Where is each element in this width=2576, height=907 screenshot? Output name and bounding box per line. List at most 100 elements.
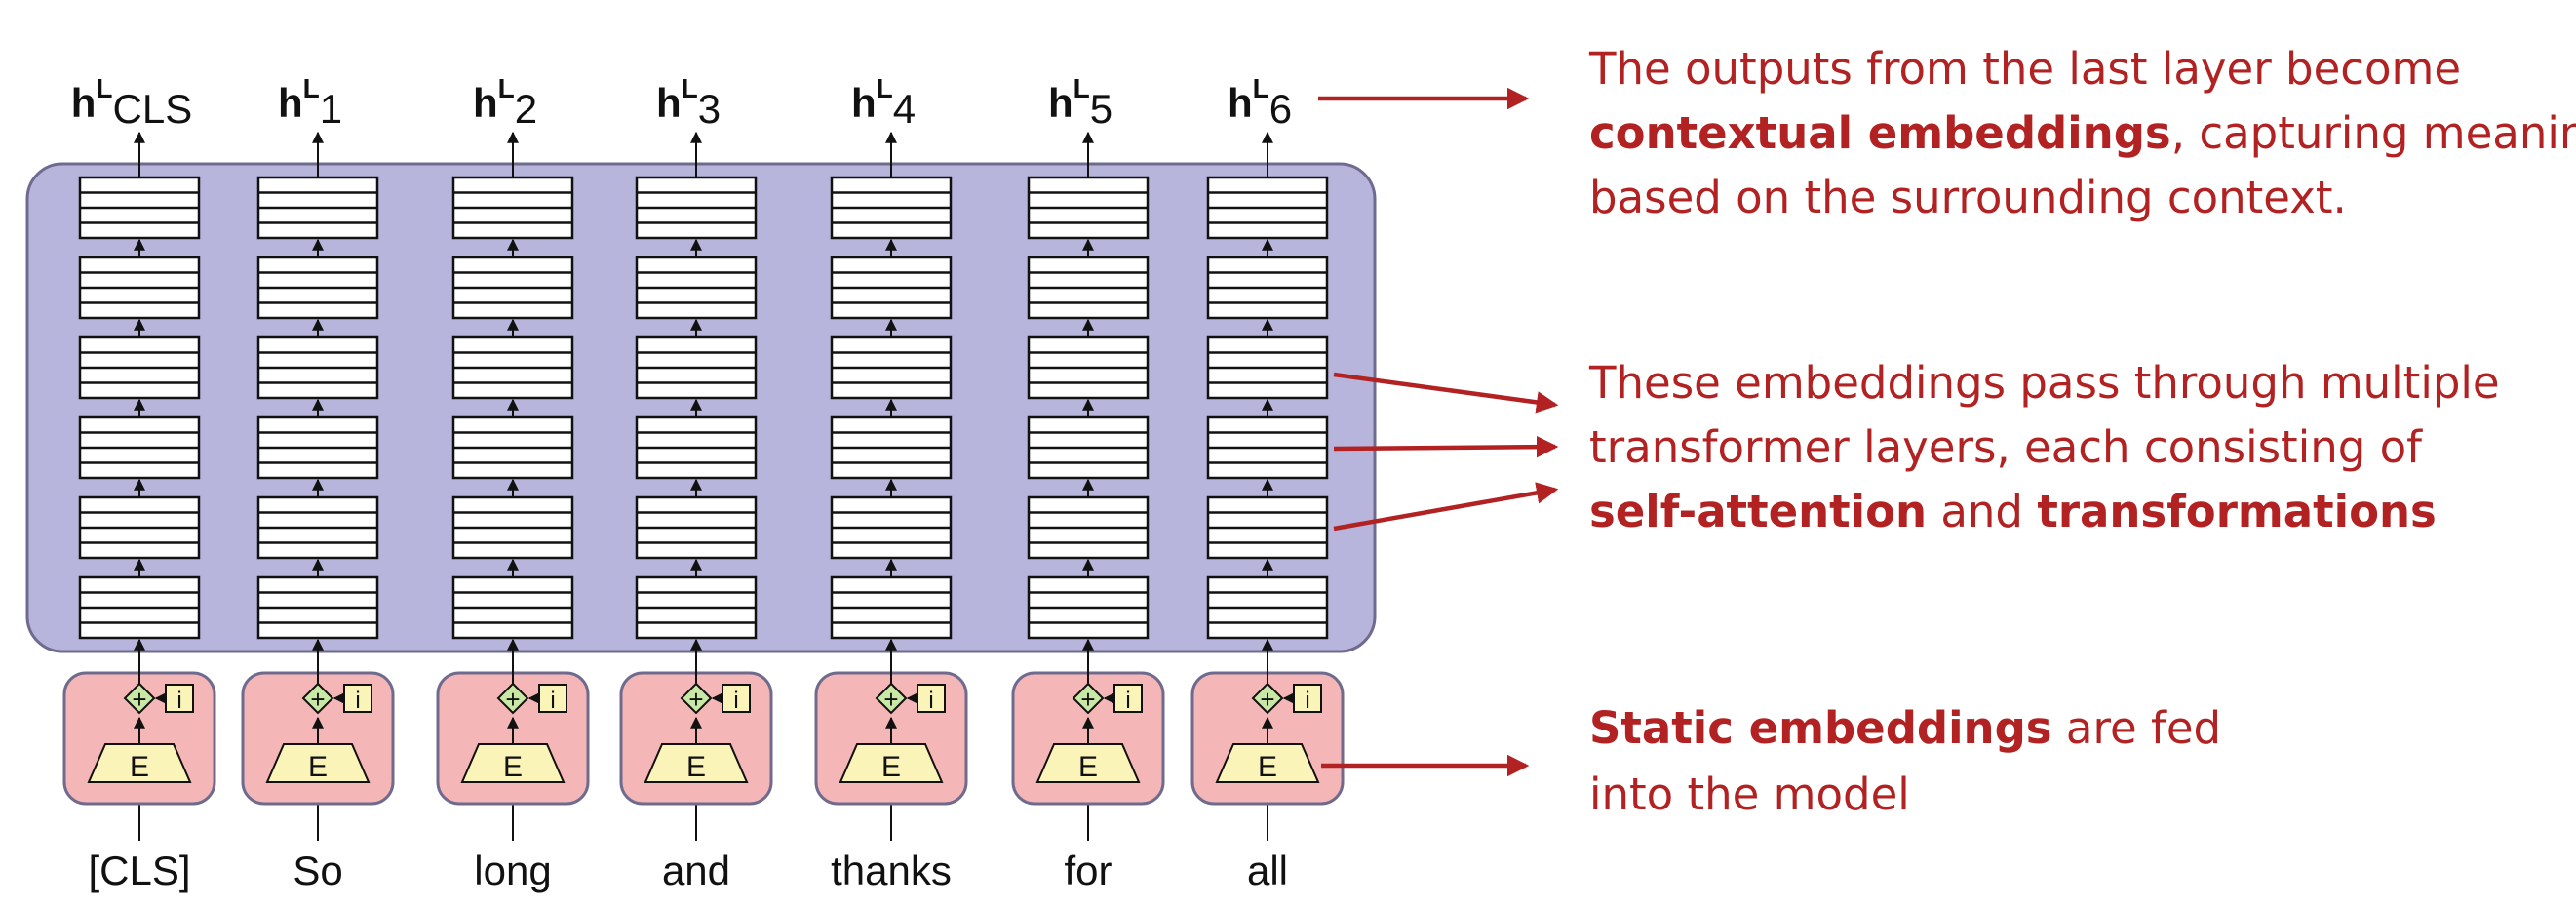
token-column: and E + i hL3: [619, 73, 773, 893]
transformer-layer: [451, 415, 574, 480]
embedding-block: E+i: [62, 671, 216, 806]
token-column: thanks E + i hL4: [814, 73, 968, 893]
output-label: hLCLS: [71, 73, 192, 132]
transformer-layer: [451, 575, 574, 640]
token-columns: [CLS] E + i hLCLS So E + i hL1 long E + i hL2 and E + i hL3…: [62, 73, 1345, 893]
position-embedding-box: [343, 684, 372, 713]
token-column: long E + i hL2: [436, 73, 590, 893]
transformer-layer: [78, 495, 201, 560]
transformer-layer: [256, 495, 379, 560]
encoder-label: E: [308, 751, 328, 783]
add-symbol: +: [1080, 685, 1095, 714]
transformer-layer: [1027, 575, 1150, 640]
transformer-layer: [451, 495, 574, 560]
transformer-layer: [1206, 575, 1329, 640]
position-label: i: [1125, 688, 1130, 714]
add-icon: [680, 682, 713, 715]
token-label: [CLS]: [88, 848, 190, 893]
add-icon: [496, 682, 529, 715]
output-label: hL1: [278, 73, 342, 132]
layer-arrow-bottom: [1333, 482, 1559, 532]
transformer-layer: [635, 256, 758, 320]
encoder-label: E: [881, 751, 901, 783]
transformer-layer: [1206, 335, 1329, 400]
embedding-block: E + i: [241, 671, 395, 806]
position-label: i: [550, 688, 555, 714]
transformer-layer: [830, 256, 953, 320]
transformer-layer: [1206, 176, 1329, 240]
transformer-layer: [451, 256, 574, 320]
transformer-layer: [451, 335, 574, 400]
add-symbol: +: [883, 685, 898, 714]
output-label: hL3: [656, 73, 721, 132]
token-label: thanks: [831, 848, 952, 893]
token-column: So E + i hL1: [241, 73, 395, 893]
transformer-layer: [78, 415, 201, 480]
embedding-block: E + i: [619, 671, 773, 806]
position-label: i: [928, 688, 933, 714]
transformer-layer: [635, 415, 758, 480]
transformer-layer: [830, 495, 953, 560]
annotations: The outputs from the last layer become c…: [1588, 43, 2576, 820]
annotation-arrows: [1318, 87, 1559, 777]
transformer-layer: [78, 256, 201, 320]
encoder-trapezoid: [460, 743, 566, 783]
add-icon: [1251, 682, 1284, 715]
transformer-layer: [256, 335, 379, 400]
add-symbol: +: [1260, 685, 1274, 714]
transformer-layer: [1027, 256, 1150, 320]
encoder-trapezoid: [644, 743, 749, 783]
encoder-trapezoid: [1035, 743, 1141, 783]
output-label: hL4: [851, 73, 916, 132]
token-column: all E + i hL6: [1190, 73, 1345, 893]
token-label: all: [1247, 848, 1288, 893]
encoder-trapezoid: [839, 743, 944, 783]
transformer-layer: [78, 575, 201, 640]
add-symbol: +: [688, 685, 703, 714]
add-icon: [1072, 682, 1105, 715]
token-label: and: [662, 848, 730, 893]
transformer-layer: [635, 335, 758, 400]
transformer-layer: [830, 176, 953, 240]
encoder-label: E: [503, 751, 523, 783]
encoder-label: E: [686, 751, 706, 783]
add-symbol: +: [505, 685, 520, 714]
transformer-layer: [451, 176, 574, 240]
token-label: So: [293, 848, 342, 893]
encoder-label: E: [1078, 751, 1098, 783]
layer-arrow-middle: [1333, 435, 1559, 458]
position-embedding-box: [1293, 684, 1322, 713]
position-label: i: [1305, 688, 1309, 714]
transformer-layer: [78, 335, 201, 400]
encoder-label: E: [1258, 751, 1277, 783]
output-label: hL2: [473, 73, 537, 132]
embedding-block: E + i: [814, 671, 968, 806]
transformer-layer: [78, 176, 201, 240]
transformer-layer: [1027, 495, 1150, 560]
embedding-block: E + i: [1190, 671, 1345, 806]
token-label: long: [474, 848, 551, 893]
embedding-block: E + i: [1011, 671, 1165, 806]
position-label: i: [355, 688, 360, 714]
static-annotation: Static embeddings are fed into the model: [1589, 702, 2235, 820]
transformer-layer: [256, 415, 379, 480]
output-label: hL6: [1228, 73, 1292, 132]
embedding-block: E + i: [436, 671, 590, 806]
outputs-annotation: The outputs from the last layer become c…: [1588, 43, 2576, 223]
add-icon: [301, 682, 334, 715]
token-label: for: [1064, 848, 1112, 893]
layer-arrow-top: [1333, 372, 1559, 414]
output-label: hL5: [1048, 73, 1112, 132]
transformer-layer: [1206, 415, 1329, 480]
position-label: i: [733, 688, 738, 714]
transformer-layer: [635, 176, 758, 240]
transformer-layer: [635, 575, 758, 640]
encoder-trapezoid: [1215, 743, 1320, 783]
add-icon: [875, 682, 908, 715]
transformer-layer: [830, 335, 953, 400]
add-symbol: +: [132, 685, 146, 714]
encoder-label: E: [130, 751, 149, 783]
add-symbol: +: [310, 685, 325, 714]
add-icon: [123, 682, 156, 715]
